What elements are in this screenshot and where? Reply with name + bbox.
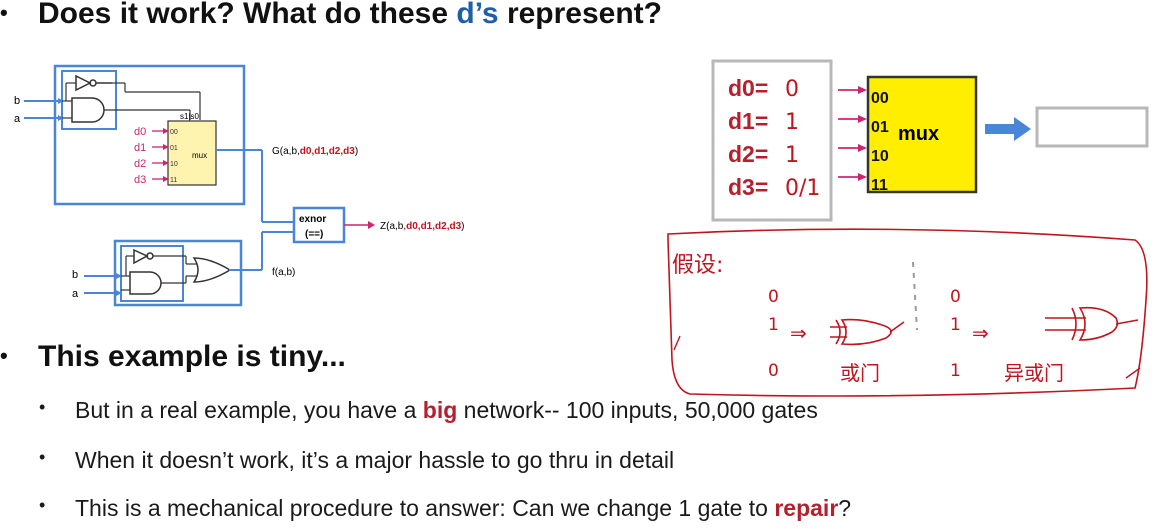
right-d-handwritten-value: 1 xyxy=(785,143,799,168)
xor-gate-sketch-icon xyxy=(1071,306,1119,341)
left-mux-input-d1: d1 xyxy=(134,142,146,154)
heading1-bullet: • xyxy=(0,0,8,25)
handwritten-arrow: ⇒ xyxy=(972,321,989,345)
left-mux-input-d2: d2 xyxy=(134,158,146,170)
lower-network-box xyxy=(113,239,243,307)
and-gate-icon xyxy=(71,97,105,123)
left-mux-arrowhead xyxy=(163,128,169,134)
left-mux-input-d0: d0 xyxy=(134,126,146,138)
left-mux-arrowhead xyxy=(163,176,169,182)
handwritten-bit: 0 xyxy=(768,361,779,381)
right-mux-arrows xyxy=(838,86,867,181)
right-mux-arrowhead xyxy=(858,144,867,152)
right-d-handwritten-value: 1 xyxy=(785,110,799,135)
left-mux-code: 01 xyxy=(170,145,178,152)
g-output-label: G(a,b,d0,d1,d2,d3) xyxy=(272,146,358,157)
left-mux-code: 11 xyxy=(170,177,177,184)
handwritten-bit: 0 xyxy=(768,287,779,307)
left-mux-arrowhead xyxy=(163,144,169,150)
right-mux-arrowhead xyxy=(858,173,867,181)
subbullet-2: •When it doesn’t work, it’s a major hass… xyxy=(39,447,675,473)
right-d-label: d2= xyxy=(728,141,768,167)
handwritten-divider xyxy=(912,261,918,331)
handwritten-left-group: 0 1 0 ⇒ 或门 xyxy=(768,287,880,385)
handwritten-title: 假设: xyxy=(672,253,723,278)
and-gate-lower-icon xyxy=(129,271,162,295)
input-a-top: a xyxy=(14,113,21,125)
left-mux-input-d3: d3 xyxy=(134,174,146,186)
right-mux-label: mux xyxy=(898,123,939,145)
right-mux-arrowhead xyxy=(858,115,867,123)
heading2: This example is tiny... xyxy=(38,340,346,373)
heading1: Does it work? What do these d’s represen… xyxy=(38,0,662,31)
handwritten-bit: 0 xyxy=(950,287,961,307)
upper-network-box xyxy=(53,64,246,206)
handwritten-arrow: ⇒ xyxy=(790,321,807,345)
handwritten-caption: 或门 xyxy=(840,361,880,385)
d-labels: d0= 0 d1= 1 d2= 1 d3= 0/1 xyxy=(728,75,820,201)
left-mux-label: mux xyxy=(192,151,207,160)
left-mux-box xyxy=(167,120,217,186)
right-mux-codes: 00 01 10 11 xyxy=(871,90,889,194)
f-output-label: f(a,b) xyxy=(272,267,295,278)
select-label: s1|s0 xyxy=(180,112,200,121)
right-mux-code: 01 xyxy=(871,119,889,136)
left-mux-inputs: d0 00 d1 01 d2 10 d3 11 xyxy=(134,126,178,186)
handwritten-caption: 异或门 xyxy=(1004,361,1064,385)
right-mux-arrowhead xyxy=(858,86,867,94)
exnor-label: exnor xyxy=(299,214,326,225)
right-d-label: d3= xyxy=(728,174,768,200)
subbullet-3: •This is a mechanical procedure to answe… xyxy=(39,495,852,521)
handwritten-bit: 1 xyxy=(950,361,961,381)
right-d-label: d1= xyxy=(728,108,768,134)
left-mux-code: 00 xyxy=(170,129,178,136)
input-b-top: b xyxy=(14,95,20,107)
exnor-eq-label: (==) xyxy=(305,229,323,240)
heading1-text-after: represent? xyxy=(498,0,662,30)
heading1-text-before: Does it work? What do these xyxy=(38,0,457,30)
left-mux-arrowhead xyxy=(163,160,169,166)
d-values-box xyxy=(711,59,833,222)
heading2-bullet: • xyxy=(0,343,8,368)
right-mux-box xyxy=(866,75,978,194)
z-output-label: Z(a,b,d0,d1,d2,d3) xyxy=(380,221,464,232)
right-d-handwritten-value: 0/1 xyxy=(785,176,820,201)
right-mux-code: 11 xyxy=(871,177,888,194)
handwritten-frame xyxy=(667,228,1148,397)
left-mux-code: 10 xyxy=(170,161,178,168)
heading1-highlight: d’s xyxy=(456,0,499,30)
handwritten-bit: 1 xyxy=(950,315,961,335)
right-mux-code: 00 xyxy=(871,90,889,107)
input-b-bottom: b xyxy=(72,269,78,281)
handwritten-bit: 1 xyxy=(768,315,779,335)
right-d-handwritten-value: 0 xyxy=(785,77,799,102)
or-gate-sketch-icon xyxy=(835,318,892,346)
handwritten-right-group: 0 1 1 ⇒ 异或门 xyxy=(950,287,1064,385)
right-d-label: d0= xyxy=(728,75,768,101)
output-box xyxy=(1035,106,1149,148)
output-arrow-icon xyxy=(985,117,1031,141)
right-mux-code: 10 xyxy=(871,148,889,165)
subbullet-1: •But in a real example, you have a big n… xyxy=(39,397,818,423)
input-a-bottom: a xyxy=(72,288,79,300)
lower-inner-box xyxy=(120,245,184,302)
or-gate-lower-icon xyxy=(192,257,232,283)
